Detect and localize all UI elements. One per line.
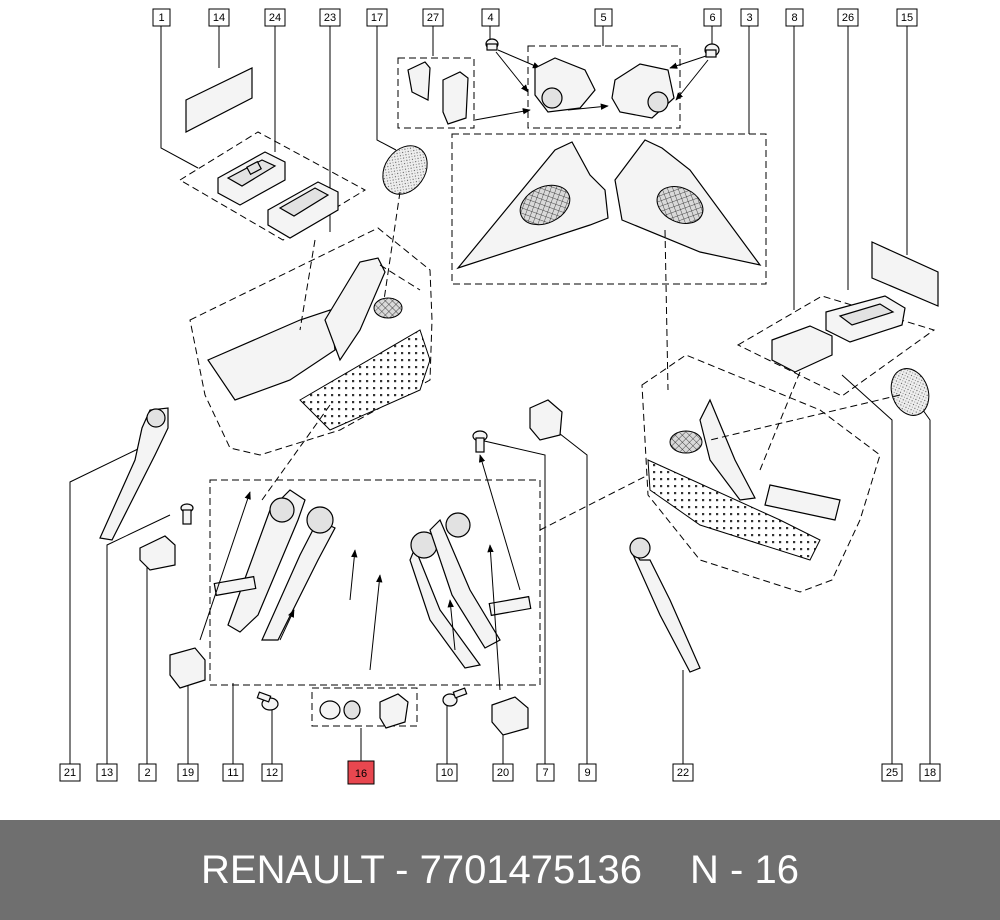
callout: 18: [919, 763, 941, 782]
part-number-text: RENAULT - 7701475136: [201, 847, 643, 892]
callout: 1: [152, 8, 171, 27]
grommet-4: [485, 38, 541, 93]
svg-text:9: 9: [584, 767, 590, 779]
callout: 23: [319, 8, 341, 27]
callout: 22: [672, 763, 694, 782]
speaker-grille-17: [382, 145, 428, 195]
switch-panel-group-right: [736, 295, 936, 397]
cap-19: [169, 647, 206, 689]
svg-text:26: 26: [842, 12, 854, 24]
cap-20: [491, 696, 529, 736]
screw-13: [180, 503, 194, 525]
connector-lines: [261, 191, 901, 531]
svg-text:23: 23: [324, 12, 336, 24]
callout: 21: [59, 763, 81, 782]
door-panel-left: [189, 227, 433, 456]
callout: 14: [208, 8, 230, 27]
callout: 4: [481, 8, 500, 27]
svg-text:5: 5: [600, 12, 606, 24]
exploded-parts-diagram: 1 14 24 23 17 27 4 5 6 3 8 26 15 21 13 2…: [59, 8, 941, 785]
grommet-6: [669, 43, 720, 101]
cover-kit-16: [311, 687, 418, 729]
svg-text:25: 25: [886, 767, 898, 779]
bracket-9: [529, 399, 563, 441]
footer-caption: RENAULT - 7701475136 N - 16: [0, 820, 1000, 920]
callout: 7: [536, 763, 555, 782]
screw-10: [442, 687, 468, 707]
svg-text:11: 11: [227, 767, 238, 779]
door-panel-right: [641, 354, 881, 593]
screw-12: [256, 691, 279, 711]
svg-text:6: 6: [709, 12, 715, 24]
callout: 20: [492, 763, 514, 782]
callout: 8: [785, 8, 804, 27]
callout: 25: [881, 763, 903, 782]
callout: 10: [436, 763, 458, 782]
footer-bar: RENAULT - 7701475136 N - 16: [0, 820, 1000, 920]
svg-text:2: 2: [144, 767, 150, 779]
callout: 5: [594, 8, 613, 27]
callout: 12: [261, 763, 283, 782]
callout: 17: [366, 8, 388, 27]
svg-text:21: 21: [64, 767, 76, 779]
bracket-2: [139, 535, 176, 571]
svg-text:1: 1: [158, 12, 164, 24]
callout: 11: [222, 763, 244, 782]
callout: 19: [177, 763, 199, 782]
handle-assembly-11: [199, 454, 541, 691]
label-sticker-14: [185, 67, 253, 133]
callout: 27: [422, 8, 444, 27]
svg-text:10: 10: [441, 767, 453, 779]
svg-text:19: 19: [182, 767, 194, 779]
speaker-grille-18: [890, 368, 930, 416]
clip-group-27: [397, 57, 475, 129]
svg-text:27: 27: [427, 12, 439, 24]
callout-highlighted: 16: [347, 760, 375, 785]
tweeter-housings-5: [474, 45, 681, 129]
callouts: 1 14 24 23 17 27 4 5 6 3 8 26 15 21 13 2…: [59, 8, 941, 785]
svg-text:17: 17: [371, 12, 383, 24]
svg-text:15: 15: [901, 12, 913, 24]
callout: 15: [896, 8, 918, 27]
screw-7: [472, 430, 488, 453]
svg-text:8: 8: [791, 12, 797, 24]
leader-lines: [69, 26, 931, 764]
svg-text:20: 20: [497, 767, 509, 779]
callout: 6: [703, 8, 722, 27]
label-sticker-15: [871, 241, 939, 307]
callout: 2: [138, 763, 157, 782]
svg-text:16: 16: [355, 768, 367, 780]
callout: 9: [578, 763, 597, 782]
window-switch-23: [267, 181, 339, 239]
svg-text:12: 12: [266, 767, 278, 779]
callout: 13: [96, 763, 118, 782]
svg-text:13: 13: [101, 767, 113, 779]
svg-text:24: 24: [269, 12, 281, 24]
callout: 26: [837, 8, 859, 27]
door-pull-handle-22: [629, 537, 701, 673]
switch-panel-group-left: [179, 67, 428, 241]
window-switch-24: [217, 151, 286, 206]
door-pull-handle-21: [99, 407, 169, 541]
svg-text:22: 22: [677, 767, 689, 779]
callout: 24: [264, 8, 286, 27]
svg-text:14: 14: [213, 12, 225, 24]
svg-text:3: 3: [746, 12, 752, 24]
svg-text:18: 18: [924, 767, 936, 779]
callout: 3: [740, 8, 759, 27]
position-number-text: N - 16: [690, 847, 799, 892]
svg-text:4: 4: [487, 12, 493, 24]
speaker-trim-group-3: [451, 133, 767, 285]
svg-text:7: 7: [542, 767, 548, 779]
